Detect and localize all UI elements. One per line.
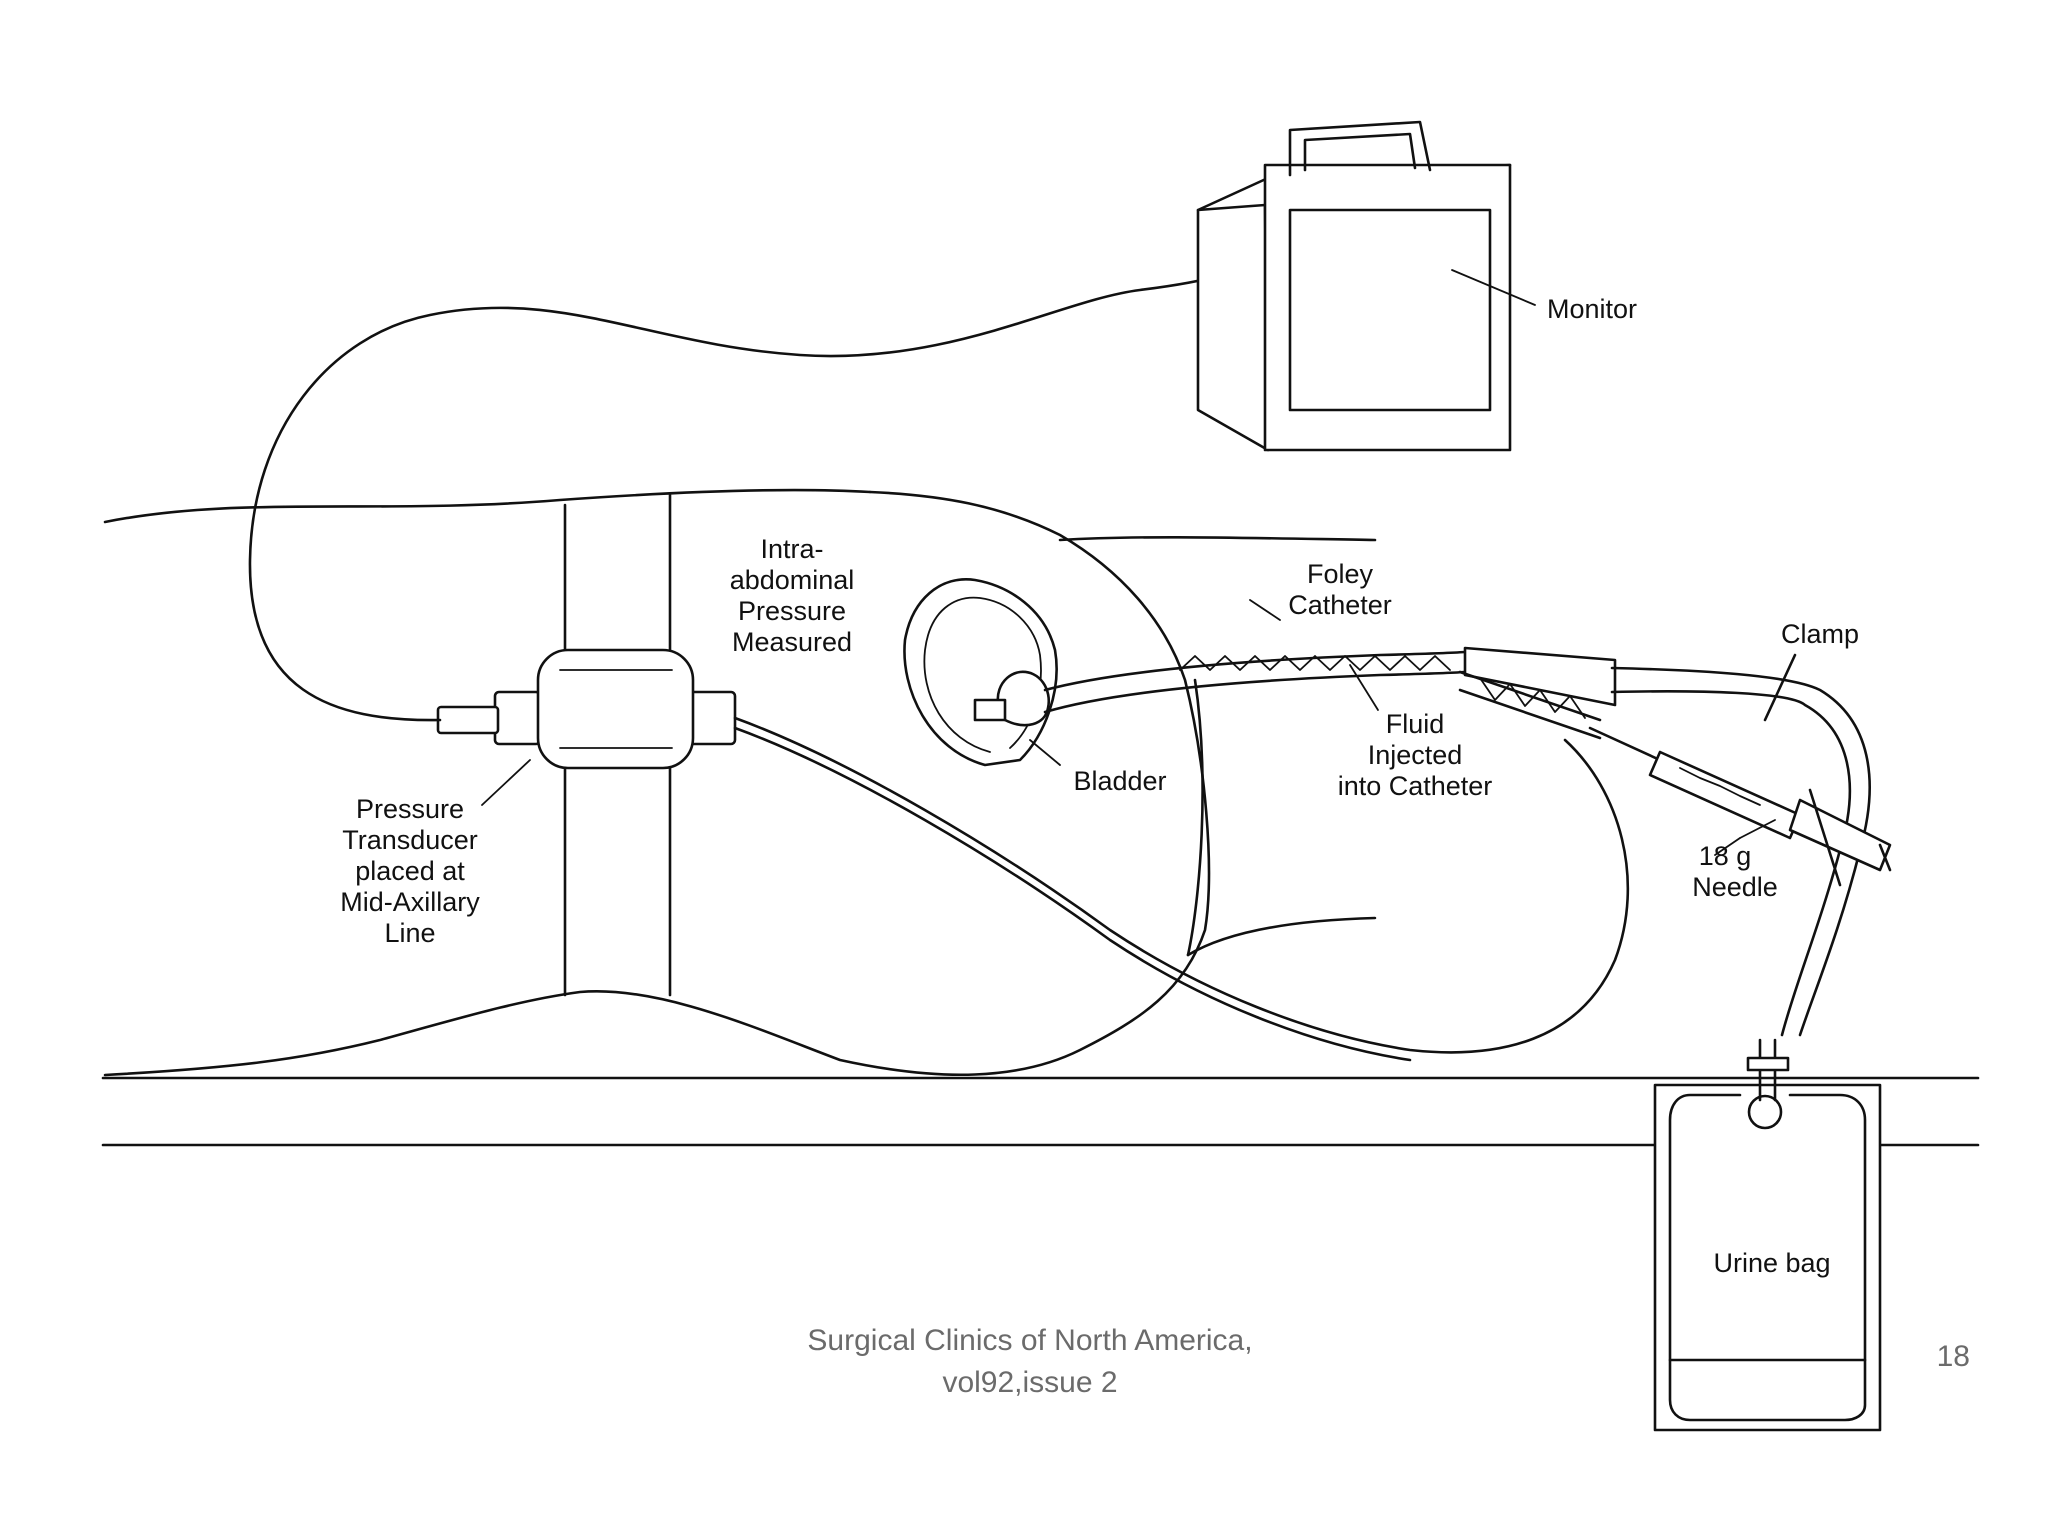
label-intra-abdominal-1: Intra-	[760, 534, 823, 564]
label-intra-abdominal-4: Measured	[732, 627, 852, 657]
label-foley: Foley Catheter	[1288, 559, 1392, 620]
label-fluid-1: Fluid	[1386, 709, 1445, 739]
pressure-tubing	[733, 716, 1630, 1054]
label-bladder: Bladder	[1073, 766, 1166, 796]
label-fluid: Fluid Injected into Catheter	[1338, 709, 1493, 801]
label-transducer-5: Line	[384, 918, 435, 948]
label-fluid-3: into Catheter	[1338, 771, 1493, 801]
transducer-cable	[248, 273, 1224, 722]
label-needle: 18 g Needle	[1692, 841, 1778, 902]
syringe-needle	[1588, 726, 1892, 887]
patient-body	[103, 488, 1377, 1077]
citation-line-1: Surgical Clinics of North America,	[807, 1324, 1253, 1357]
citation-line-2: vol92,issue 2	[942, 1366, 1118, 1399]
label-transducer-4: Mid-Axillary	[340, 887, 480, 917]
label-intra-abdominal: Intra- abdominal Pressure Measured	[730, 534, 855, 657]
foley-catheter	[1043, 646, 1871, 1037]
label-urine-bag: Urine bag	[1713, 1248, 1830, 1278]
label-transducer-1: Pressure	[356, 794, 464, 824]
label-needle-1: 18 g	[1699, 841, 1752, 871]
label-foley-2: Catheter	[1288, 590, 1392, 620]
monitor	[1196, 120, 1536, 452]
label-transducer: Pressure Transducer placed at Mid-Axilla…	[340, 794, 480, 948]
label-intra-abdominal-2: abdominal	[730, 565, 855, 595]
label-clamp: Clamp	[1781, 619, 1859, 649]
label-foley-1: Foley	[1307, 559, 1374, 589]
label-transducer-2: Transducer	[342, 825, 478, 855]
label-fluid-2: Injected	[1368, 740, 1463, 770]
page-number: 18	[1936, 1340, 1970, 1373]
citation: Surgical Clinics of North America, vol92…	[740, 1320, 1320, 1404]
label-intra-abdominal-3: Pressure	[738, 596, 846, 626]
label-needle-2: Needle	[1692, 872, 1778, 902]
bladder	[903, 578, 1061, 767]
label-transducer-3: placed at	[355, 856, 465, 886]
pressure-transducer	[436, 648, 737, 770]
label-monitor: Monitor	[1547, 294, 1637, 324]
leader-lines	[481, 599, 1741, 856]
urine-bag	[1653, 1038, 1882, 1432]
